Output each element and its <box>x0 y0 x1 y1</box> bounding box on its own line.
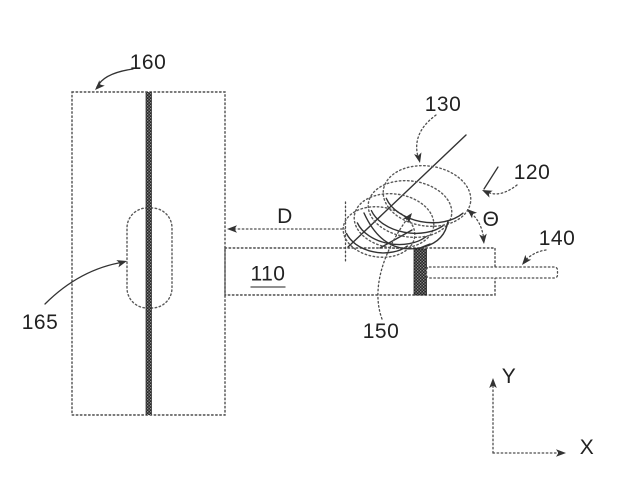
element-150-hatched <box>413 248 427 296</box>
label-140: 140 <box>538 227 576 250</box>
coil-axis-line <box>347 134 467 248</box>
coordinate-axes <box>492 380 564 454</box>
dimension-d <box>229 201 347 264</box>
label-120: 120 <box>513 161 551 184</box>
label-165: 165 <box>21 311 59 334</box>
label-axis-y: Y <box>501 365 517 388</box>
label-160: 160 <box>129 51 167 74</box>
leader-150 <box>377 214 411 320</box>
label-angle-theta: Θ <box>482 208 500 231</box>
rod-140-outline <box>425 266 559 279</box>
axis-arrowheads <box>489 378 566 457</box>
label-axis-x: X <box>579 436 595 459</box>
slot-165-outline <box>126 207 173 309</box>
label-dimension-d: D <box>277 205 293 228</box>
dimension-d-arrowhead <box>227 225 237 233</box>
label-130: 130 <box>424 93 462 116</box>
leader-arrowheads <box>95 80 532 268</box>
leader-lines <box>44 68 547 320</box>
label-110: 110 <box>250 262 286 288</box>
leader-165 <box>44 261 125 305</box>
pointer-120 <box>483 166 499 190</box>
leader-160 <box>96 68 134 88</box>
leader-130 <box>416 114 437 161</box>
substrate-110-outline <box>224 247 496 296</box>
coil-windings <box>342 164 472 258</box>
label-150: 150 <box>362 320 400 343</box>
plate-seam-hatch <box>145 91 152 416</box>
leader-theta <box>467 210 485 242</box>
coil-front-tail <box>417 243 431 250</box>
